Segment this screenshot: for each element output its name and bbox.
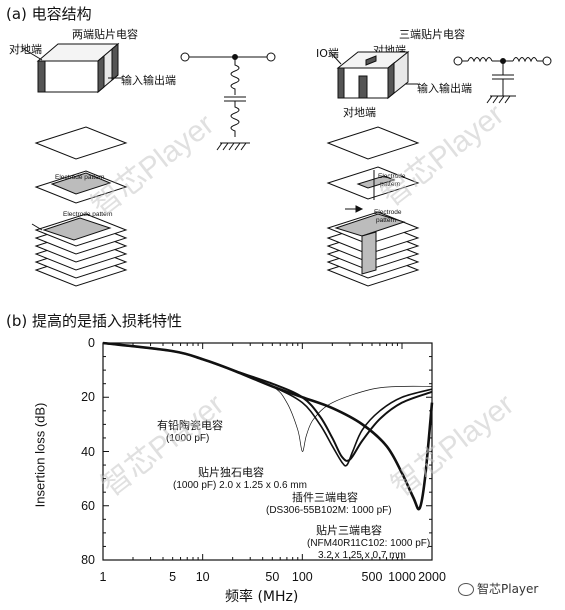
annotation-chip-three-1: 贴片三端电容 [316,524,382,537]
three-terminal-schematic [453,56,552,104]
annotation-leaded-ceramic-2: (1000 pF) [166,433,210,444]
x-tick-label: 500 [361,570,383,584]
y-tick-label: 60 [81,498,95,513]
two-terminal-title: 两端贴片电容 [72,28,138,41]
three-terminal-io-right-label: 输入输出端 [417,82,472,95]
electrode-label-three-1b: pattern [380,181,401,188]
electrode-label-three-2b: pattern [376,217,397,224]
x-axis-label: 频率 (MHz) [225,589,299,605]
three-terminal-layers [326,126,420,287]
annotation-chip-three-3: 3.2 x 1.25 x 0.7 mm [318,550,406,561]
annotation-chip-three-2: (NFM40R11C102: 1000 pF) [307,538,431,549]
x-tick-label: 100 [291,570,313,584]
y-tick-label: 0 [88,336,95,350]
three-terminal-title: 三端贴片电容 [399,28,465,41]
two-terminal-io-label: 输入输出端 [121,74,176,87]
two-terminal-schematic [180,52,276,151]
annotation-plugin-three-1: 插件三端电容 [292,491,358,504]
wechat-icon [458,583,474,596]
series-line-4 [102,341,434,511]
two-terminal-chip [21,42,122,94]
y-tick-label: 80 [81,553,95,567]
x-tick-label: 50 [265,570,280,584]
section-b-title: (b) 提高的是插入损耗特性 [6,312,182,330]
two-terminal-ground-label: 对地端 [9,43,42,56]
x-tick-label: 5 [169,570,177,584]
y-tick-label: 20 [81,390,95,405]
three-terminal-chip [329,50,418,100]
electrode-label-two-1: Electrode pattern [55,174,105,181]
y-tick-label: 40 [81,444,95,459]
section-a-title: (a) 电容结构 [6,5,92,23]
x-tick-label: 10 [195,570,210,584]
electrode-label-two-2: Electrode pattern [63,211,113,218]
annotation-leaded-ceramic-1: 有铅陶瓷电容 [157,419,223,432]
footer-brand-text: 智芯Player [477,582,539,596]
x-tick-label: 2000 [418,570,446,584]
annotation-chip-monolithic-1: 贴片独石电容 [198,466,264,479]
three-terminal-ground-bottom-label: 对地端 [343,106,376,119]
x-tick-label: 1000 [388,570,416,584]
footer-brand: 智芯Player [458,580,538,597]
annotation-chip-monolithic-2: (1000 pF) 2.0 x 1.25 x 0.6 mm [173,480,307,491]
annotation-plugin-three-2: (DS306-55B102M: 1000 pF) [266,505,392,516]
x-tick-label: 1 [99,570,107,584]
three-terminal-io-label: IO端 [316,47,339,60]
electrode-label-three-1: Electrode [378,173,406,180]
electrode-label-three-2: Electrode [374,209,402,216]
two-terminal-layers [31,126,128,287]
y-axis-label: Insertion loss (dB) [32,402,48,508]
